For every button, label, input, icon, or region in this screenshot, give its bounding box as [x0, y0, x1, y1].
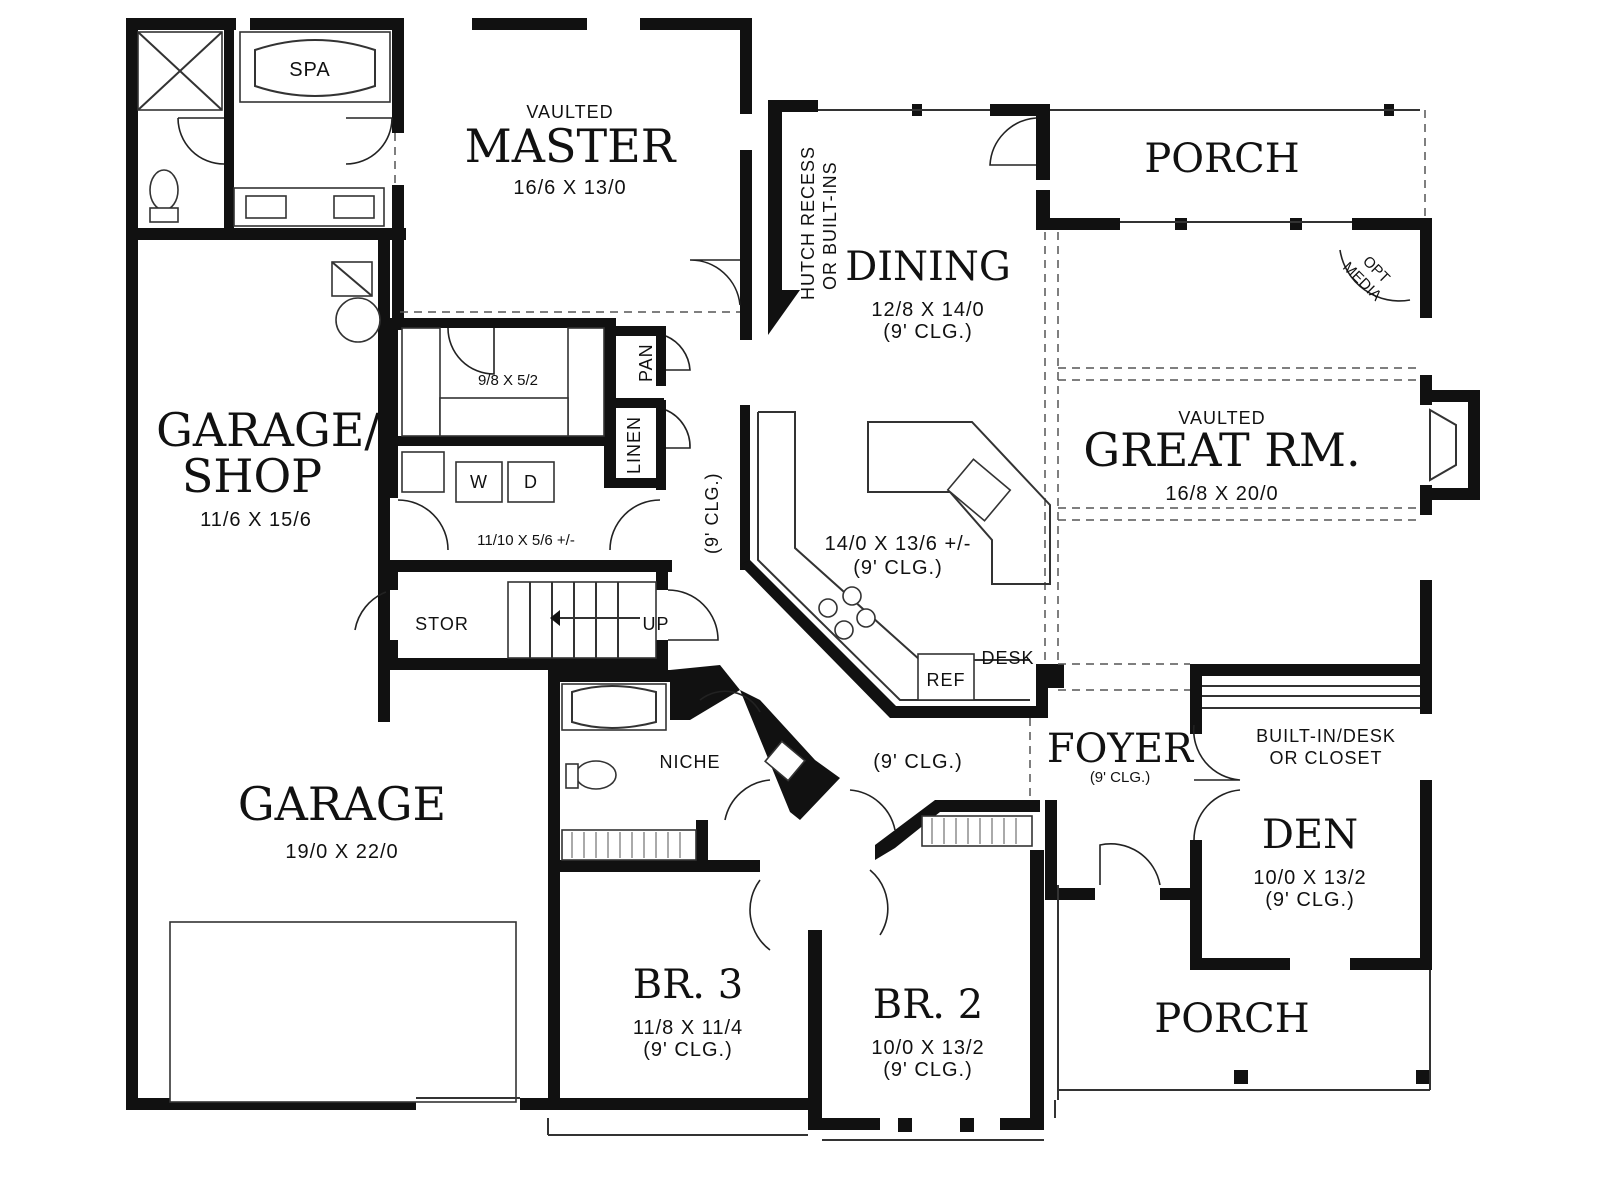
hutch-line1: HUTCH RECESS: [798, 146, 818, 300]
br2-clg: (9' CLG.): [883, 1059, 973, 1081]
den-dims: 10/0 X 13/2: [1253, 867, 1366, 889]
den-name: DEN: [1262, 812, 1358, 858]
great-room-dims: 16/8 X 20/0: [1165, 483, 1278, 505]
room-labels: SPA VAULTED MASTER 16/6 X 13/0 HUTCH REC…: [156, 59, 1396, 1081]
br2-name: BR. 2: [873, 982, 983, 1028]
garage-name: GARAGE: [238, 777, 446, 831]
master-dims: 16/6 X 13/0: [513, 177, 626, 199]
dryer-label: D: [524, 472, 538, 492]
thin-lines: [169, 109, 1431, 1141]
great-room-name: GREAT RM.: [1083, 423, 1360, 477]
fixtures: [137, 31, 1457, 861]
builtin-line2: OR CLOSET: [1269, 748, 1382, 768]
br3-name: BR. 3: [633, 962, 743, 1008]
ref-label: REF: [927, 670, 966, 690]
foyer-clg: (9' CLG.): [1090, 769, 1150, 786]
washer-label: W: [470, 472, 488, 492]
dining-clg: (9' CLG.): [883, 321, 973, 343]
den-clg: (9' CLG.): [1265, 889, 1355, 911]
hall-clg: (9' CLG.): [702, 473, 722, 554]
door-swings: [177, 117, 1411, 951]
builtin-line1: BUILT-IN/DESK: [1256, 726, 1396, 746]
kitchen-clg: (9' CLG.): [853, 557, 943, 579]
desk-label: DESK: [981, 648, 1034, 668]
spa-label: SPA: [289, 59, 331, 81]
garage-shop-line1: GARAGE/: [156, 403, 380, 457]
porch-bottom-name: PORCH: [1154, 996, 1309, 1042]
stairs-up-label: UP: [642, 614, 669, 634]
hutch-line2: OR BUILT-INS: [820, 161, 840, 290]
stairs: [507, 581, 657, 659]
linen-label: LINEN: [624, 416, 644, 474]
garage-shop-line2: SHOP: [182, 449, 322, 503]
laundry-dims: 11/10 X 5/6 +/-: [477, 532, 575, 549]
hall2-clg: (9' CLG.): [873, 751, 963, 773]
niche-label: NICHE: [659, 752, 720, 772]
closet-dims: 9/8 X 5/2: [478, 372, 538, 389]
master-name: MASTER: [465, 119, 677, 173]
closet-shelving: [401, 327, 605, 437]
great-room-prefix: VAULTED: [1178, 408, 1265, 428]
pan-label: PAN: [636, 343, 656, 382]
porch-top-name: PORCH: [1144, 136, 1299, 182]
kitchen-counters: [757, 411, 1051, 701]
garage-shop-dims: 11/6 X 15/6: [200, 509, 312, 531]
garage-dims: 19/0 X 22/0: [285, 841, 398, 863]
dining-name: DINING: [845, 244, 1011, 290]
br3-clg: (9' CLG.): [643, 1039, 733, 1061]
dining-dims: 12/8 X 14/0: [871, 299, 984, 321]
master-prefix: VAULTED: [526, 102, 613, 122]
br2-dims: 10/0 X 13/2: [871, 1037, 984, 1059]
kitchen-dims: 14/0 X 13/6 +/-: [825, 533, 972, 555]
foyer-name: FOYER: [1047, 726, 1195, 772]
br3-dims: 11/8 X 11/4: [633, 1017, 743, 1039]
stor-label: STOR: [415, 614, 469, 634]
